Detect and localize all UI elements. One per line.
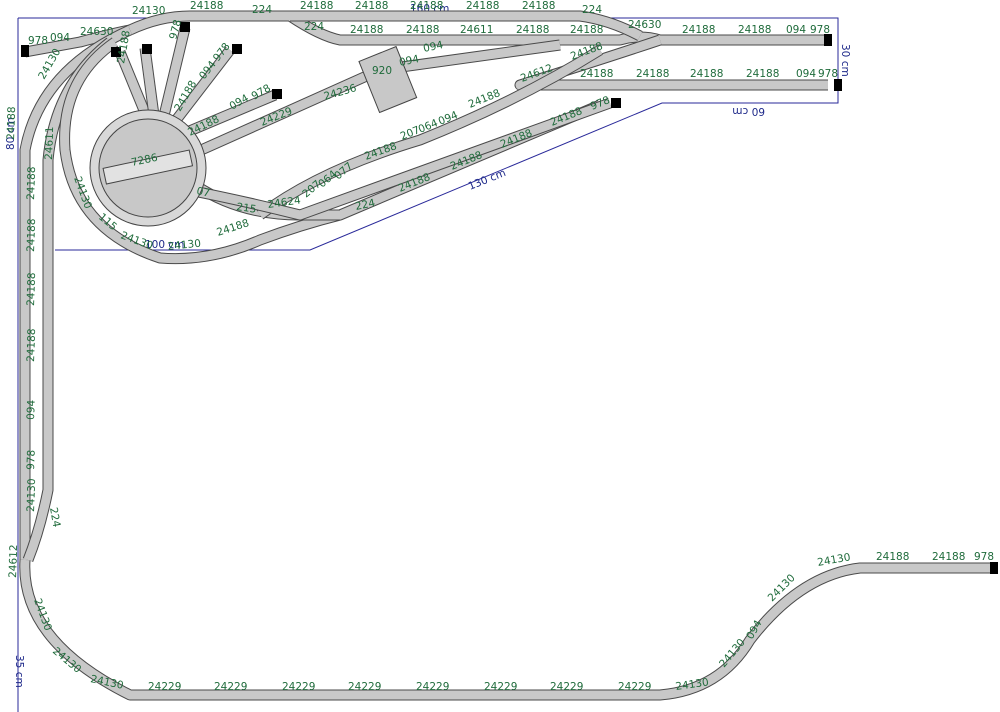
part-label: 24188: [746, 68, 779, 80]
part-label: 094: [398, 53, 420, 69]
buffer-stop-icon: [824, 34, 832, 46]
part-label: 094: [422, 39, 444, 55]
part-label: 224: [252, 4, 272, 16]
part-label: 24130: [25, 478, 38, 512]
part-label: 24188: [410, 0, 443, 12]
dim-right-height: 30 cm: [839, 44, 851, 77]
part-label: 24188: [406, 24, 439, 36]
part-label: 24188: [690, 68, 723, 80]
part-label: 24188: [350, 24, 383, 36]
buffer-stop-icon: [111, 47, 121, 57]
part-label: 24188: [115, 30, 133, 65]
part-label: 978: [818, 68, 838, 80]
buffer-stops: [21, 22, 998, 574]
part-label: 215: [236, 201, 258, 216]
dim-left-height: 80 cm: [5, 117, 17, 150]
part-label: 24188: [190, 0, 223, 12]
part-label: 24229: [214, 681, 247, 693]
part-label: 07: [195, 185, 211, 200]
part-label: 094: [786, 24, 806, 36]
part-label: 24188: [580, 68, 613, 80]
part-label: 24130: [816, 551, 851, 569]
part-label: 24229: [484, 681, 517, 693]
dim-diagonal: 130 cm: [467, 167, 508, 193]
part-label: 24229: [618, 681, 651, 693]
part-label: 24188: [186, 113, 221, 138]
buffer-stop-icon: [834, 79, 842, 91]
part-label: 24188: [5, 106, 18, 140]
part-label: 24188: [25, 218, 38, 252]
accessory-label: 920: [372, 65, 392, 77]
part-label: 24229: [282, 681, 315, 693]
part-label: 24229: [550, 681, 583, 693]
part-label: 224: [47, 506, 62, 528]
part-label: 978: [810, 24, 830, 36]
part-label: 24188: [738, 24, 771, 36]
part-label: 24188: [25, 272, 38, 306]
buffer-stop-icon: [21, 45, 29, 57]
turntable-label: 7286: [130, 152, 159, 169]
dim-inner-bottom: 100 cm: [145, 239, 184, 251]
part-label: 24188: [516, 24, 549, 36]
part-label: 24229: [148, 681, 181, 693]
part-label: 094: [25, 399, 38, 420]
part-label: 24188: [636, 68, 669, 80]
part-label: 24188: [876, 551, 909, 563]
baseboard-outline: [17, 17, 839, 712]
part-label: 24188: [499, 127, 534, 151]
part-label: 24612: [7, 544, 20, 578]
part-label: 24624: [267, 194, 302, 211]
part-label: 224: [354, 197, 376, 213]
part-label: 24130: [132, 5, 165, 17]
part-label: 24188: [25, 166, 38, 200]
part-label: 24130: [675, 676, 710, 693]
part-label: 24188: [355, 0, 388, 12]
turntable: 7286: [89, 109, 207, 227]
part-label: 24188: [549, 105, 584, 129]
part-label: 24188: [363, 140, 398, 163]
dim-inner-width: 60 cm: [732, 105, 765, 117]
track-sections: [19, 10, 995, 701]
part-label: 24229: [416, 681, 449, 693]
part-label: 24188: [570, 24, 603, 36]
part-label: 24188: [25, 328, 38, 362]
buffer-stop-icon: [142, 44, 152, 54]
part-label: 978: [25, 450, 38, 470]
part-label: 24130: [167, 238, 201, 253]
part-label: 24611: [43, 126, 56, 160]
part-label: 24188: [932, 551, 965, 563]
part-label: 094: [796, 68, 816, 80]
part-label: 24229: [259, 105, 294, 129]
part-label: 224: [304, 21, 324, 33]
part-label: 224: [582, 4, 602, 16]
part-label: 24188: [682, 24, 715, 36]
accessory-block: 920: [358, 45, 418, 114]
part-label: 24188: [522, 0, 555, 12]
buffer-stop-icon: [990, 562, 998, 574]
part-label: 24188: [215, 217, 250, 239]
buffer-stop-icon: [232, 44, 242, 54]
buffer-stop-icon: [272, 89, 282, 99]
part-label: 24611: [460, 24, 493, 36]
part-label: 094: [50, 32, 70, 44]
part-label: 24188: [300, 0, 333, 12]
part-label: 978: [974, 551, 994, 563]
part-label: 24630: [80, 26, 113, 38]
buffer-stop-icon: [611, 98, 621, 108]
dim-bottom-left: 35 cm: [13, 655, 25, 688]
part-label: 24229: [348, 681, 381, 693]
buffer-stop-icon: [180, 22, 190, 32]
part-label: 24630: [628, 19, 661, 31]
part-label: 24188: [466, 0, 499, 12]
part-label: 24130: [89, 673, 124, 692]
part-label: 978: [167, 18, 184, 40]
part-label: 978: [28, 35, 48, 47]
